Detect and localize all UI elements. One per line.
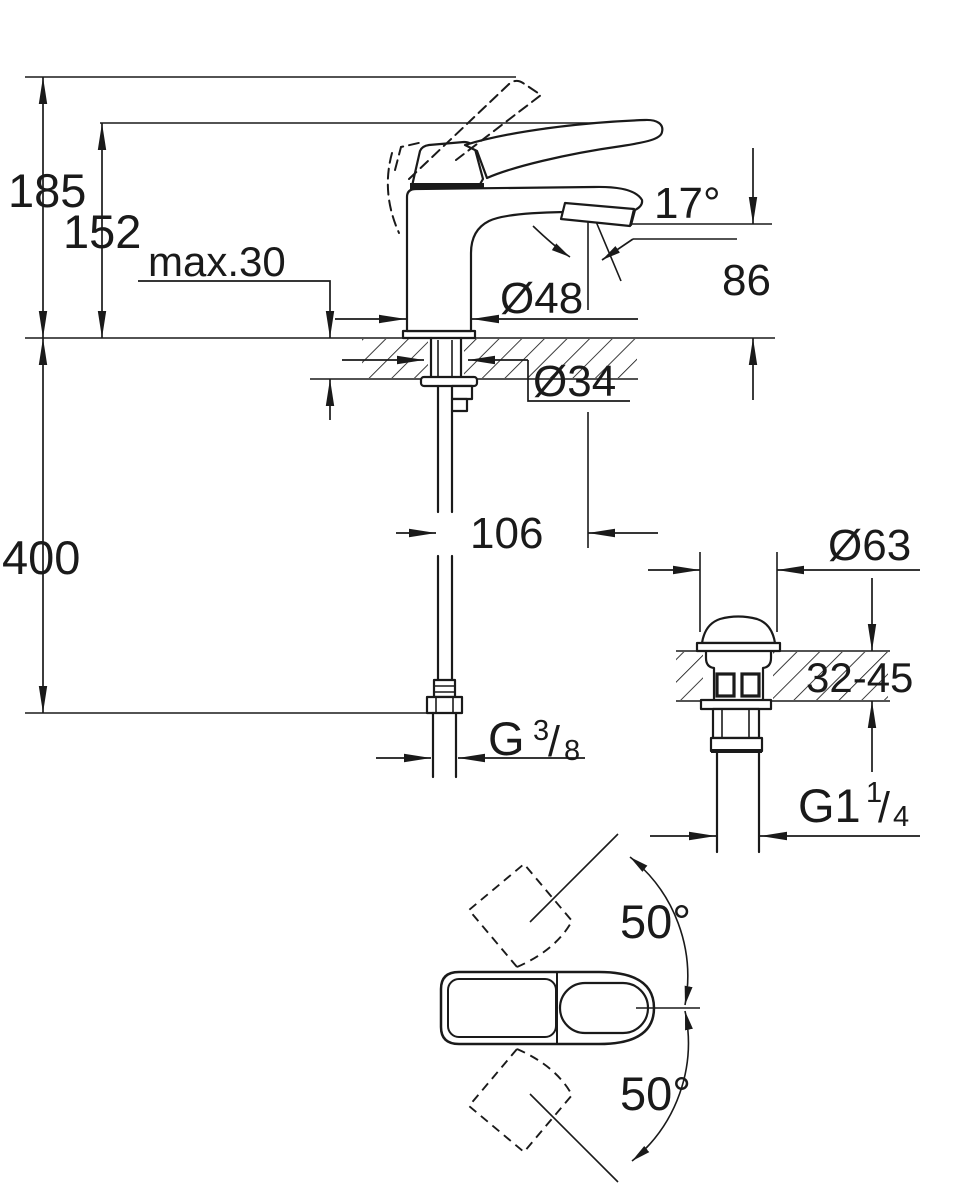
handle-rotation-view: 50° 50° [439, 833, 700, 1183]
dimension-base-diameter: Ø48 [335, 274, 638, 324]
deck-hatch-left [362, 339, 428, 378]
dimension-spout-reach: 106 [396, 412, 658, 558]
waste-window-right [740, 672, 761, 698]
dimension-deck-thickness: max.30 [138, 238, 335, 420]
basin-hatch-right [773, 652, 888, 700]
faucet-column-and-spout [405, 185, 644, 333]
base-diameter-label: Ø48 [500, 274, 583, 323]
spout-tip-height-label: 152 [63, 205, 141, 258]
shank-diameter-label: Ø34 [533, 357, 616, 406]
spout-angle-label: 17° [654, 179, 721, 228]
waste-thread-numerator: 1 [866, 777, 882, 809]
handle-dashed-lower [468, 1048, 573, 1153]
supply-thread-denominator: 8 [564, 735, 580, 767]
dimension-basin-thickness: 32-45 [806, 578, 913, 772]
faucet-body [386, 79, 664, 340]
faucet-base-plinth [401, 329, 477, 340]
handle-gap-shadow [410, 183, 484, 189]
mounting-washer [419, 375, 479, 388]
supply-thread-g: G [488, 712, 525, 765]
dimension-hose-length: 400 [2, 338, 80, 713]
overall-height-label: 185 [8, 164, 86, 217]
dimension-waste-flange-diameter: Ø63 [648, 521, 920, 632]
waste-window-left [715, 672, 736, 698]
waste-drain-view: Ø63 32-45 [648, 521, 920, 854]
handle-swing-arc-dashed [386, 152, 400, 234]
basin-hatch-left [676, 652, 703, 700]
mounting-and-hose [419, 336, 479, 779]
handle-raised-base-dashed [394, 141, 424, 171]
handle-swing-upper-label: 50° [620, 895, 691, 948]
dimension-shank-diameter: Ø34 [342, 355, 630, 406]
waste-cap-brim [695, 641, 782, 653]
upper-angle-ray [529, 833, 619, 923]
waste-thread-slash: / [878, 784, 890, 832]
lower-angle-ray [529, 1093, 619, 1183]
shank-step-1 [450, 384, 474, 401]
supply-thread-numerator: 3 [533, 715, 549, 747]
aerator [559, 201, 636, 228]
handle-lever [463, 118, 664, 180]
upper-angle-arc [629, 856, 693, 1006]
dimension-overall-height: 185 [8, 77, 86, 338]
handle-swing-lower-label: 50° [620, 1067, 691, 1120]
side-view: 185 152 max.30 400 Ø48 Ø34 [2, 76, 775, 779]
basin-thickness-label: 32-45 [806, 654, 913, 701]
outlet-height-label: 86 [722, 256, 771, 305]
hose-fitting [432, 678, 457, 699]
dimension-waste-thread: G1 1 / 4 [650, 777, 920, 841]
waste-flange-diameter-label: Ø63 [828, 521, 911, 570]
spout-reach-label: 106 [470, 509, 543, 558]
dimension-outlet-height-and-angle: 86 17° [532, 148, 772, 400]
dimension-supply-thread: G 3 / 8 [376, 712, 585, 767]
waste-thread-g: G1 [798, 779, 861, 832]
hose-nut [425, 695, 464, 715]
waste-thread-denominator: 4 [893, 801, 909, 833]
waste-flange [699, 698, 773, 711]
deck-thickness-label: max.30 [148, 238, 286, 285]
waste-body [695, 615, 782, 854]
dimension-spout-tip-height: 152 [63, 123, 141, 338]
lower-angle-arc [631, 1010, 693, 1162]
waste-cap-dome [700, 615, 777, 645]
angle-sweep-arrow [532, 225, 571, 258]
handle-dashed-upper [468, 863, 573, 968]
handle-cap-inner [558, 981, 650, 1035]
supply-thread-slash: / [548, 718, 560, 766]
shank-step-2 [450, 397, 469, 413]
hose-length-label: 400 [2, 531, 80, 584]
waste-locknut [711, 707, 761, 740]
handle-raised-dashed [408, 79, 543, 180]
flexible-hose [436, 384, 454, 682]
